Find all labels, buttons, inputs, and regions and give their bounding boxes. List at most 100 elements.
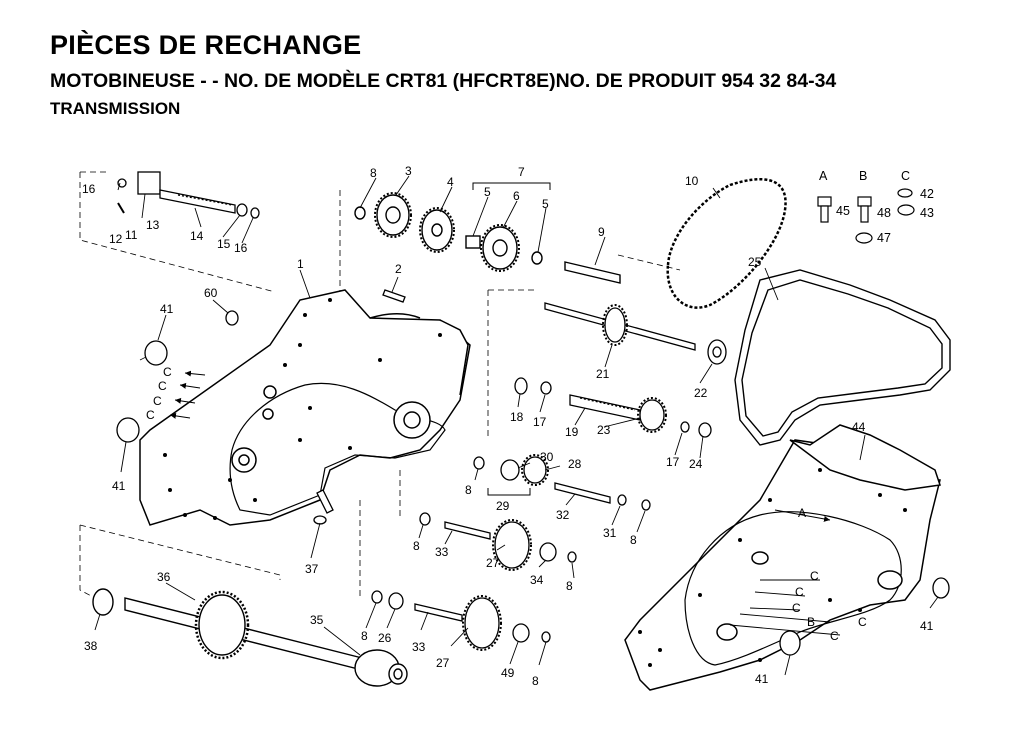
callout-6: 6	[513, 189, 520, 203]
callout-35: 35	[310, 613, 324, 627]
legend-col-a: A	[819, 169, 828, 183]
callout-8: 8	[361, 629, 368, 643]
callout-19: 19	[565, 425, 579, 439]
callout-34: 34	[530, 573, 544, 587]
callout-10: 10	[685, 174, 699, 188]
callout-16: 16	[234, 241, 248, 255]
callout-24: 24	[689, 457, 703, 471]
callout-31: 31	[603, 526, 617, 540]
middle-shaft	[514, 377, 712, 438]
lower-gear-row-2	[371, 590, 551, 651]
callout-60: 60	[204, 286, 218, 300]
legend-col-b: B	[859, 169, 867, 183]
callout-8: 8	[413, 539, 420, 553]
callout-22: 22	[694, 386, 708, 400]
callout-26: 26	[378, 631, 392, 645]
callout-17: 17	[666, 455, 680, 469]
cover-bolt-holes	[638, 468, 907, 667]
lower-gear-row-1	[419, 512, 577, 571]
callout-33: 33	[412, 640, 426, 654]
callout-27: 27	[486, 556, 500, 570]
housing-bolt-holes	[163, 298, 442, 520]
gasket	[734, 269, 951, 446]
callout-27: 27	[436, 656, 450, 670]
legend-item-43: 43	[920, 206, 934, 220]
callout-37: 37	[305, 562, 319, 576]
legend-item-45: 45	[836, 204, 850, 218]
c-arrows-left	[169, 370, 831, 522]
callout-41: 41	[755, 672, 769, 686]
callout-C: C	[795, 585, 804, 599]
callout-3: 3	[405, 164, 412, 178]
callout-15: 15	[217, 237, 231, 251]
gear-teeth	[374, 192, 520, 272]
callout-41: 41	[920, 619, 934, 633]
callout-44: 44	[852, 420, 866, 434]
small-fasteners	[225, 289, 406, 525]
hardware-legend: A B C 45 48 42 43 47	[819, 169, 934, 245]
callout-1: 1	[297, 257, 304, 271]
group-brackets	[472, 182, 551, 496]
callout-38: 38	[84, 639, 98, 653]
callout-16: 16	[82, 182, 96, 196]
callout-5: 5	[542, 197, 549, 211]
callout-41: 41	[160, 302, 174, 316]
callout-29: 29	[496, 499, 510, 513]
callout-9: 9	[598, 225, 605, 239]
page-title: PIÈCES DE RECHANGE	[50, 30, 362, 60]
callout-2: 2	[395, 262, 402, 276]
callout-49: 49	[501, 666, 515, 680]
callout-C: C	[830, 629, 839, 643]
callout-8: 8	[532, 674, 539, 688]
callout-41: 41	[112, 479, 126, 493]
section-title: TRANSMISSION	[50, 99, 181, 118]
hardware-legend-art	[817, 188, 915, 244]
callout-C: C	[163, 365, 172, 379]
gearbox-housing	[139, 289, 471, 526]
callout-C: C	[858, 615, 867, 629]
callout-18: 18	[510, 410, 524, 424]
callout-14: 14	[190, 229, 204, 243]
callout-8: 8	[465, 483, 472, 497]
gearbox-cover-right	[624, 424, 941, 691]
callout-23: 23	[597, 423, 611, 437]
callout-25: 25	[748, 255, 762, 269]
callout-32: 32	[556, 508, 570, 522]
output-axle	[92, 588, 408, 687]
page-subtitle: MOTOBINEUSE - - NO. DE MODÈLE CRT81 (HFC…	[50, 70, 837, 92]
legend-item-42: 42	[920, 187, 934, 201]
callout-8: 8	[566, 579, 573, 593]
callout-28: 28	[568, 457, 582, 471]
upper-shaft	[544, 302, 727, 365]
top-gears	[354, 194, 621, 284]
callout-4: 4	[447, 175, 454, 189]
callout-21: 21	[596, 367, 610, 381]
callout-12: 12	[109, 232, 123, 246]
callout-13: 13	[146, 218, 160, 232]
legend-item-48: 48	[877, 206, 891, 220]
callout-C: C	[158, 379, 167, 393]
callout-B: B	[807, 615, 815, 629]
callout-C: C	[146, 408, 155, 422]
callout-C: C	[792, 601, 801, 615]
callout-5: 5	[484, 185, 491, 199]
callout-labels: 8 3 4 7 5 6 5 9 10 16 12 11 13 14 15 16 …	[82, 164, 934, 688]
leader-lines	[94, 175, 939, 676]
callout-33: 33	[435, 545, 449, 559]
callout-36: 36	[157, 570, 171, 584]
callout-30: 30	[540, 450, 554, 464]
legend-col-c: C	[901, 169, 910, 183]
callout-17: 17	[533, 415, 547, 429]
callout-A: A	[798, 506, 806, 520]
callout-8: 8	[370, 166, 377, 180]
callout-C: C	[810, 569, 819, 583]
callout-7: 7	[518, 165, 525, 179]
callout-8: 8	[630, 533, 637, 547]
chain	[666, 178, 787, 309]
callout-11: 11	[125, 228, 138, 242]
legend-item-47: 47	[877, 231, 891, 245]
callout-C: C	[153, 394, 162, 408]
shift-shaft-assembly	[117, 171, 260, 219]
bearings	[116, 340, 950, 656]
